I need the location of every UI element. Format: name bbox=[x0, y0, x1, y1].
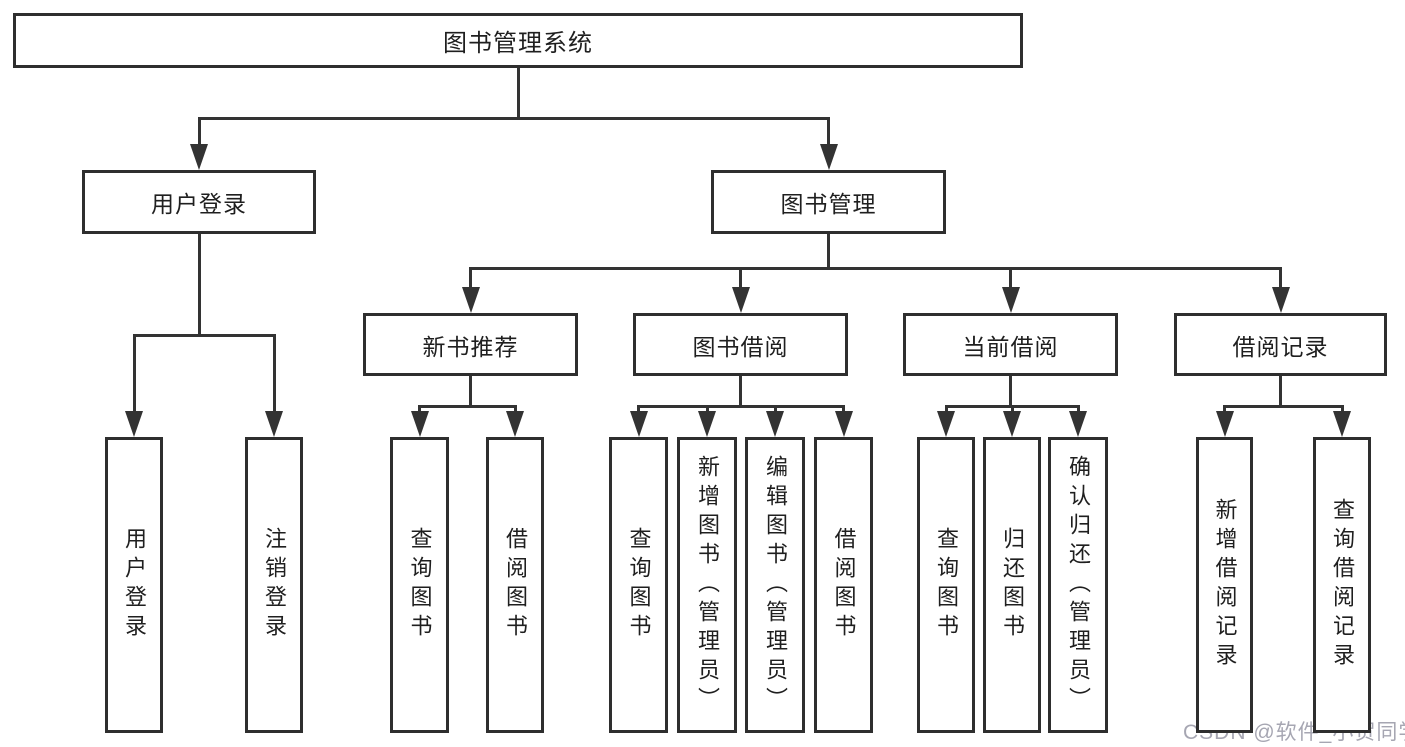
node-cb-query: 查询图书 bbox=[917, 437, 975, 733]
node-bb-query: 查询图书 bbox=[609, 437, 668, 733]
edge-drop-borrow-records bbox=[1279, 268, 1282, 291]
edge-drop-current-borrow bbox=[1009, 268, 1012, 291]
node-cb-return: 归还图书 bbox=[983, 437, 1041, 733]
arrowhead-icon bbox=[698, 411, 716, 437]
arrowhead-icon bbox=[410, 411, 429, 437]
arrowhead-icon bbox=[1271, 287, 1290, 313]
edge-drop-nb-query bbox=[418, 406, 421, 415]
arrowhead-icon bbox=[265, 411, 283, 437]
arrowhead-icon bbox=[629, 411, 648, 437]
edge-bar-book-mgmt bbox=[469, 266, 1282, 270]
edge-drop-cb-return bbox=[1010, 406, 1014, 415]
node-bb-add: 新增图书（管理员） bbox=[677, 437, 737, 733]
edge-drop-br-query bbox=[1340, 406, 1344, 415]
node-cb-confirm: 确认归还（管理员） bbox=[1048, 437, 1108, 733]
edge-stem-new-book-rec bbox=[469, 376, 472, 406]
node-user-login: 用户登录 bbox=[82, 170, 316, 234]
edge-drop-cb-confirm bbox=[1076, 406, 1080, 415]
node-root: 图书管理系统 bbox=[13, 13, 1023, 68]
arrowhead-icon bbox=[1215, 411, 1234, 437]
edge-drop-book-mgmt bbox=[827, 118, 830, 148]
edge-drop-bb-add bbox=[705, 406, 709, 415]
arrowhead-icon bbox=[731, 287, 750, 313]
edge-drop-new-book-rec bbox=[469, 268, 472, 291]
edge-stem-book-borrow bbox=[739, 376, 742, 406]
edge-drop-br-add bbox=[1223, 406, 1226, 415]
arrowhead-icon bbox=[1003, 411, 1021, 437]
arrowhead-icon bbox=[819, 144, 838, 170]
edge-drop-cb-query bbox=[944, 406, 948, 415]
arrowhead-icon bbox=[461, 287, 480, 313]
node-ul-login: 用户登录 bbox=[105, 437, 163, 733]
arrowhead-icon bbox=[1333, 411, 1351, 437]
edge-drop-user-login bbox=[197, 118, 201, 148]
node-br-add: 新增借阅记录 bbox=[1196, 437, 1253, 733]
edge-drop-nb-borrow bbox=[513, 406, 517, 415]
arrowhead-icon bbox=[766, 411, 784, 437]
edge-stem-borrow-records bbox=[1279, 376, 1282, 406]
arrowhead-icon bbox=[834, 411, 853, 437]
edge-drop-bb-edit bbox=[773, 406, 777, 415]
node-new-book-rec: 新书推荐 bbox=[363, 313, 578, 376]
edge-drop-bb-borrow bbox=[842, 406, 845, 415]
edge-stem-book-mgmt bbox=[827, 234, 830, 268]
edge-bar-new-book-rec bbox=[418, 404, 517, 408]
node-borrow-records: 借阅记录 bbox=[1174, 313, 1387, 376]
node-nb-query: 查询图书 bbox=[390, 437, 449, 733]
edge-bar-user-login bbox=[132, 333, 276, 337]
edge-stem-user-login bbox=[197, 234, 201, 335]
edge-drop-bb-query bbox=[637, 406, 640, 415]
arrowhead-icon bbox=[1069, 411, 1087, 437]
node-book-mgmt: 图书管理 bbox=[711, 170, 946, 234]
arrowhead-icon bbox=[506, 411, 524, 437]
node-ul-logout: 注销登录 bbox=[245, 437, 303, 733]
node-nb-borrow: 借阅图书 bbox=[486, 437, 544, 733]
edge-stem-root bbox=[516, 68, 520, 118]
arrowhead-icon bbox=[190, 144, 208, 170]
arrowhead-icon bbox=[937, 411, 955, 437]
edge-drop-book-borrow bbox=[739, 268, 742, 291]
node-bb-edit: 编辑图书（管理员） bbox=[745, 437, 805, 733]
edge-bar-book-borrow bbox=[637, 404, 845, 408]
edge-stem-current-borrow bbox=[1009, 376, 1012, 406]
arrowhead-icon bbox=[1001, 287, 1020, 313]
node-current-borrow: 当前借阅 bbox=[903, 313, 1118, 376]
arrowhead-icon bbox=[125, 411, 143, 437]
node-bb-borrow: 借阅图书 bbox=[814, 437, 873, 733]
edge-drop-ul-logout bbox=[272, 335, 276, 415]
edge-drop-ul-login bbox=[132, 335, 136, 415]
edge-bar-root bbox=[197, 116, 830, 120]
node-book-borrow: 图书借阅 bbox=[633, 313, 848, 376]
node-br-query: 查询借阅记录 bbox=[1313, 437, 1371, 733]
edge-bar-borrow-records bbox=[1223, 404, 1344, 408]
